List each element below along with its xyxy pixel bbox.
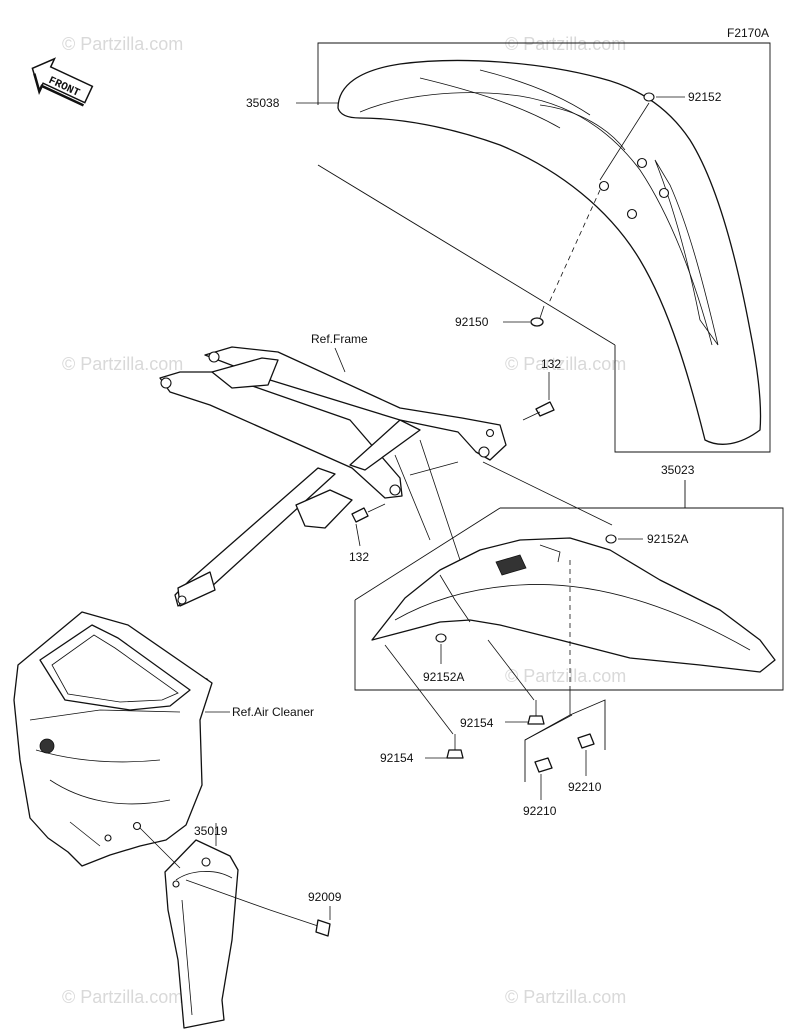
fender-bolt-hole-icon [658, 187, 670, 199]
watermark-mid-left: © Partzilla.com [62, 354, 183, 374]
rear-fender-35023 [371, 537, 776, 673]
label-132-upper: 132 [541, 357, 561, 371]
label-92009: 92009 [308, 890, 342, 904]
watermark-lower-right: © Partzilla.com [505, 666, 626, 686]
label-92154-right: 92154 [460, 716, 494, 730]
watermark-top-right: © Partzilla.com [505, 34, 626, 54]
figure-code: F2170A [727, 26, 769, 40]
label-92154-left: 92154 [380, 751, 414, 765]
rear-subframe [159, 346, 507, 607]
label-132-lower: 132 [349, 550, 369, 564]
label-92210-right: 92210 [568, 780, 602, 794]
label-ref-frame: Ref.Frame [311, 332, 368, 346]
screw-92009-icon [269, 909, 331, 937]
fender-bolt-hole-icon [626, 208, 638, 220]
clip-92210-left-icon [534, 757, 553, 773]
grommet-92152A-lower-icon [435, 633, 447, 643]
grommet-92152-icon [643, 92, 655, 102]
grommet-92152A-icon [605, 534, 617, 544]
clip-92210-right-icon [577, 733, 595, 749]
watermarks: © Partzilla.com © Partzilla.com © Partzi… [62, 34, 626, 1007]
watermark-mid-right: © Partzilla.com [505, 354, 626, 374]
label-35019: 35019 [194, 824, 228, 838]
bolt-92154-right-icon [527, 700, 545, 725]
fender-bolt-hole-icon [598, 180, 610, 192]
fender-bolt-hole-icon [636, 157, 648, 169]
front-arrow-icon: FRONT [31, 57, 94, 107]
watermark-top-left: © Partzilla.com [62, 34, 183, 54]
watermark-bottom-left: © Partzilla.com [62, 987, 183, 1007]
mud-flap-35019 [164, 839, 239, 1029]
label-ref-air-cleaner: Ref.Air Cleaner [232, 705, 314, 719]
label-92152A-right: 92152A [647, 532, 688, 546]
bolt-132-lower-icon [351, 503, 386, 523]
label-92152A-lower: 92152A [423, 670, 464, 684]
label-92210-left: 92210 [523, 804, 557, 818]
label-92152: 92152 [688, 90, 722, 104]
bolt-132-upper-icon [522, 401, 555, 421]
front-fender-35038 [317, 42, 771, 453]
watermark-bottom-right: © Partzilla.com [505, 987, 626, 1007]
air-cleaner-housing [13, 611, 213, 867]
label-35038: 35038 [246, 96, 280, 110]
bolt-92150-icon [530, 305, 545, 327]
label-92150: 92150 [455, 315, 489, 329]
label-35023: 35023 [661, 463, 695, 477]
bolt-92154-left-icon [446, 734, 464, 759]
